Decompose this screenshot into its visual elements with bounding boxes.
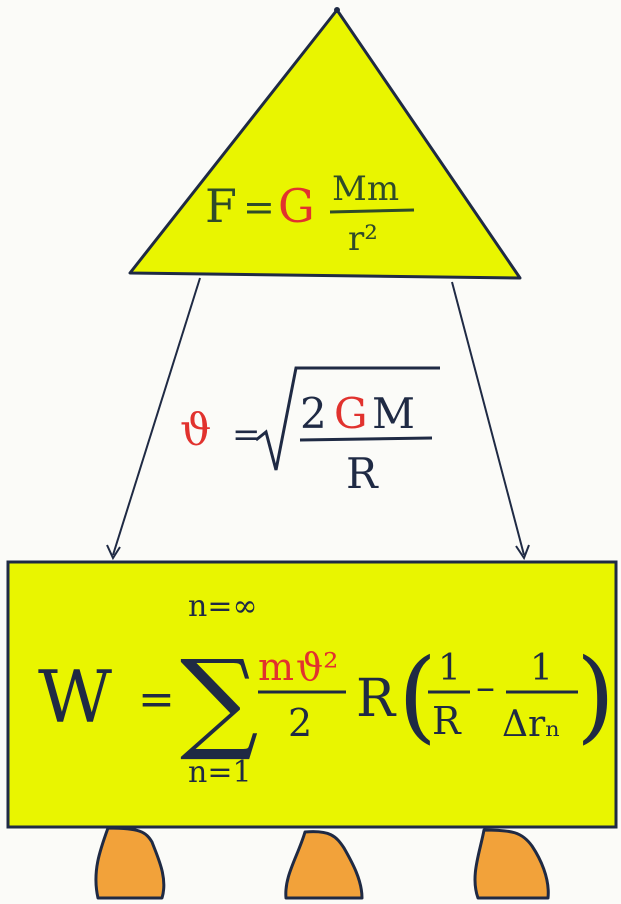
body-right-arrowhead — [515, 544, 530, 561]
sqrt-sign — [255, 366, 440, 471]
kinetic-num-v2: ϑ² — [296, 645, 338, 689]
flames — [94, 826, 550, 900]
velocity-fraction-bar — [299, 436, 433, 442]
velocity-num-M: M — [372, 389, 415, 438]
work-formula: W = n=∞ ∑ n=1 m ϑ² 2 R ( 1 R – 1 Δrₙ ) — [38, 589, 615, 790]
kinetic-num-m: m — [258, 645, 294, 689]
paren-right: ) — [576, 637, 615, 754]
velocity-equals: = — [232, 415, 261, 455]
body-lines — [106, 277, 530, 561]
gravity-Mm: Mm — [332, 169, 399, 209]
inner-num-1: 1 — [438, 648, 461, 689]
sum-lower-limit: n=1 — [188, 755, 252, 790]
body-left-arrowhead — [106, 544, 121, 561]
body-left-line — [112, 277, 201, 556]
inner-num-2: 1 — [530, 648, 553, 689]
velocity-den-R: R — [346, 449, 379, 498]
gravity-G: G — [278, 179, 315, 233]
sum-upper-limit: n=∞ — [188, 589, 257, 624]
flame-left-icon — [94, 826, 166, 900]
velocity-symbol: ϑ — [180, 405, 211, 456]
work-R: R — [356, 669, 397, 729]
nose-tip-dot — [334, 7, 340, 13]
flame-right-icon — [473, 828, 550, 900]
inner-minus: – — [476, 665, 495, 709]
gravity-fraction-bar — [329, 208, 415, 214]
kinetic-den-2: 2 — [288, 701, 312, 745]
velocity-num-G: G — [334, 389, 368, 438]
inner-den-delta-rn: Δrₙ — [502, 704, 561, 745]
engine-block-fill — [6, 560, 618, 829]
velocity-num-2: 2 — [300, 389, 327, 438]
body-right-line — [451, 281, 525, 556]
paren-left: ( — [398, 637, 437, 754]
gravity-r2: r² — [348, 219, 378, 259]
gravity-formula: F = G Mm r² — [205, 169, 415, 259]
flame-center-icon — [284, 830, 364, 900]
engine-block — [6, 560, 618, 829]
nose-cone-fill — [128, 8, 522, 280]
work-W: W — [38, 655, 112, 739]
sum-symbol: ∑ — [180, 636, 259, 764]
escape-velocity-formula: ϑ = 2 G M R — [180, 366, 440, 498]
work-equals: = — [138, 674, 175, 725]
gravity-F: F — [205, 179, 237, 233]
inner-den-R: R — [432, 699, 462, 743]
nose-cone — [128, 7, 522, 280]
gravity-equals: = — [243, 185, 275, 229]
